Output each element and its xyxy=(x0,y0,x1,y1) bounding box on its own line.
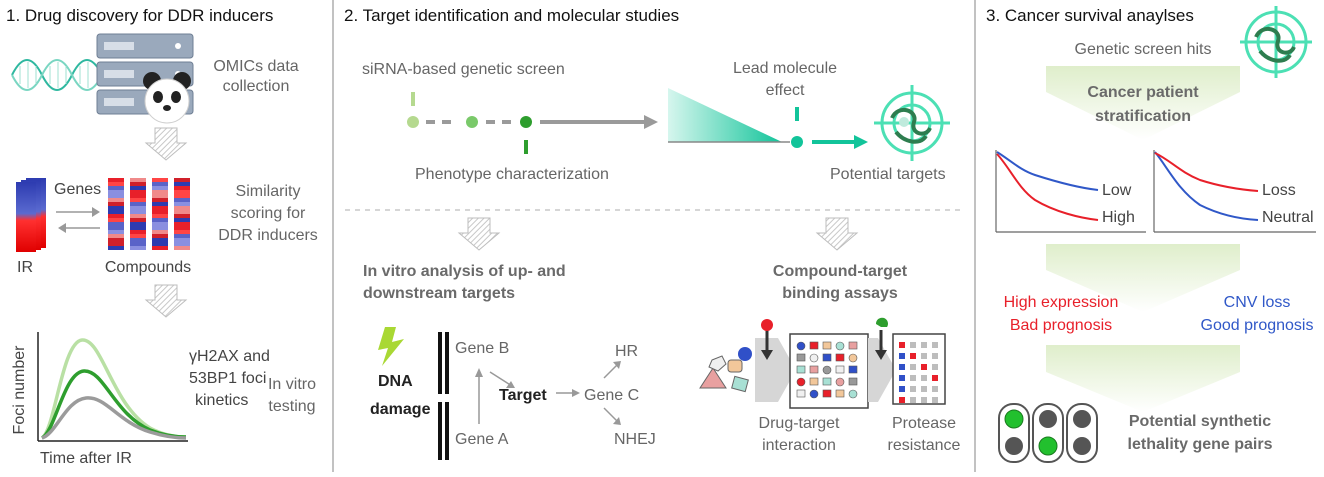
dna-damage-label-2: damage xyxy=(370,401,431,418)
synthetic-lethality-label-2: lethality gene pairs xyxy=(1128,436,1273,453)
binding-assays-heading: Compound-target xyxy=(773,263,908,280)
survival-plot-expression xyxy=(995,150,1146,233)
bad-prognosis-label: Bad prognosis xyxy=(1010,317,1112,334)
synthetic-lethality-label: Potential synthetic xyxy=(1129,413,1271,430)
omics-label: OMICs data xyxy=(213,58,298,75)
low-label: Low xyxy=(1102,182,1132,199)
foci-kinetics-label-3: kinetics xyxy=(195,392,248,409)
invitro-analysis-heading: In vitro analysis of up- and xyxy=(363,263,566,280)
panel3-title: 3. Cancer survival anaylses xyxy=(986,6,1194,25)
nhej-label: NHEJ xyxy=(614,431,656,448)
panel1-title: 1. Drug discovery for DDR inducers xyxy=(6,6,273,25)
dna-damage-label: DNA xyxy=(378,373,413,390)
neutral-label: Neutral xyxy=(1262,209,1314,226)
potential-targets-label: Potential targets xyxy=(830,166,946,183)
protease-result-box xyxy=(892,333,946,405)
down-arrow-3 xyxy=(457,217,501,251)
invitro-analysis-heading-2: downstream targets xyxy=(363,285,515,302)
similarity-label: Similarity xyxy=(236,183,301,200)
high-label: High xyxy=(1102,209,1135,226)
phenotype-label: Phenotype characterization xyxy=(415,166,609,183)
protease-label: Protease xyxy=(892,415,956,432)
foci-plot xyxy=(37,332,188,442)
drug-target-label-2: interaction xyxy=(762,437,836,454)
lead-molecule-label-2: effect xyxy=(766,82,805,99)
ir-label: IR xyxy=(17,259,33,276)
gene-c-label: Gene C xyxy=(584,387,639,404)
target-label: Target xyxy=(499,387,547,404)
compounds-label: Compounds xyxy=(105,259,191,276)
protein-target-icon-2 xyxy=(1240,6,1312,78)
similarity-label-2: scoring for xyxy=(231,205,306,222)
dna-helix-icon xyxy=(11,59,103,91)
traffic-lights-icon xyxy=(998,403,1098,463)
ir-heatmap xyxy=(16,178,46,252)
sirna-screen-label: siRNA-based genetic screen xyxy=(362,61,565,78)
good-prognosis-label: Good prognosis xyxy=(1201,317,1314,334)
gene-b-label: Gene B xyxy=(455,340,509,357)
foci-xaxis-label: Time after IR xyxy=(40,450,132,467)
stratification-arrow xyxy=(1046,66,1240,140)
lead-molecule-wedge xyxy=(668,88,782,142)
protease-arrow-shape xyxy=(868,338,896,402)
panda-icon xyxy=(143,72,191,124)
foci-kinetics-label: γH2AX and xyxy=(189,348,270,365)
pin-icon-red xyxy=(761,319,773,360)
exchange-arrows-icon xyxy=(56,207,100,233)
foci-yaxis-label: Foci number xyxy=(11,345,28,435)
panel2-title: 2. Target identification and molecular s… xyxy=(344,6,679,25)
invitro-testing-label: In vitro xyxy=(268,376,316,393)
compound-heatmap xyxy=(108,178,190,250)
genes-label: Genes xyxy=(54,181,101,198)
similarity-label-3: DDR inducers xyxy=(218,227,318,244)
prognosis-arrow xyxy=(1046,244,1240,312)
stratification-label-2: stratification xyxy=(1095,108,1191,125)
pin-icon-green xyxy=(875,317,888,360)
lead-molecule-label: Lead molecule xyxy=(733,60,837,77)
down-arrow-1 xyxy=(144,127,188,161)
invitro-testing-label-2: testing xyxy=(268,398,315,415)
gene-a-label: Gene A xyxy=(455,431,509,448)
loss-label: Loss xyxy=(1262,182,1296,199)
down-arrow-4 xyxy=(815,217,859,251)
stratification-label: Cancer patient xyxy=(1087,84,1199,101)
synthetic-arrow xyxy=(1046,345,1240,412)
compound-mixture-box xyxy=(789,333,869,409)
screen-pipeline xyxy=(407,92,658,154)
compound-shapes-icon xyxy=(699,347,752,393)
high-expression-label: High expression xyxy=(1004,294,1119,311)
cnv-loss-label: CNV loss xyxy=(1224,294,1291,311)
genetic-screen-hits-label: Genetic screen hits xyxy=(1075,41,1212,58)
drug-target-label: Drug-target xyxy=(759,415,840,432)
survival-plot-cnv xyxy=(1153,150,1316,233)
lightning-bolt-icon xyxy=(378,327,404,366)
omics-label-2: collection xyxy=(223,78,290,95)
binding-assays-heading-2: binding assays xyxy=(782,285,898,302)
down-arrow-2 xyxy=(144,284,188,318)
protease-label-2: resistance xyxy=(888,437,961,454)
foci-kinetics-label-2: 53BP1 foci xyxy=(189,370,266,387)
protein-target-icon xyxy=(874,85,950,161)
hr-label: HR xyxy=(615,343,638,360)
gene-pathway xyxy=(438,332,621,460)
